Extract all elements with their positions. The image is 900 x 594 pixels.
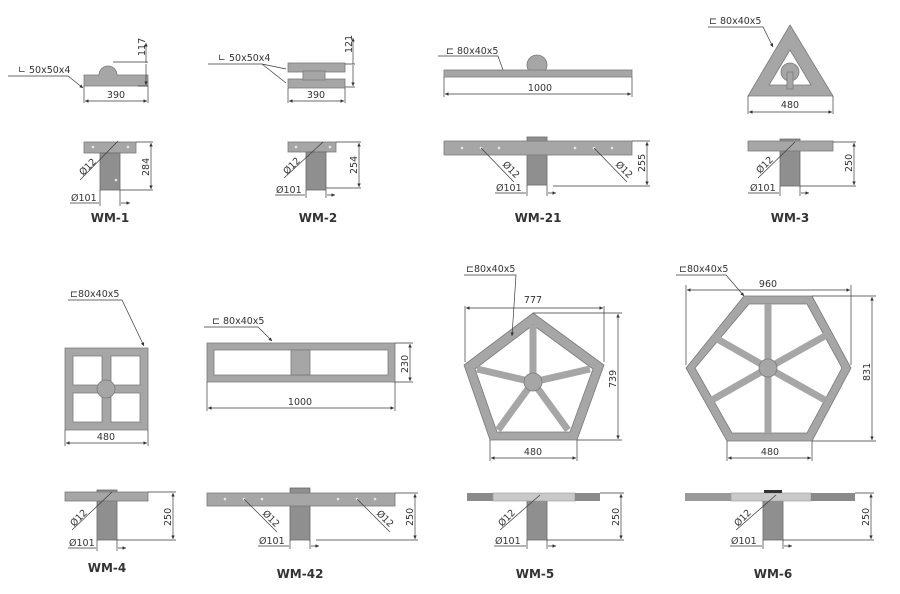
side-view: Ø12 284 Ø101 [70,140,153,206]
side-view: Ø12 250 Ø101 [685,490,874,549]
bolt-dim: Ø12 [754,154,776,176]
pipe-dim: Ø101 [69,538,95,549]
profile-label: ⊏ 80x40x5 [446,46,498,57]
top-view: ⊏ 80x40x5 230 1000 [204,316,413,411]
bolt-dim: Ø12 [77,156,99,178]
pipe-dim: Ø101 [259,536,285,547]
mount-wm-1: ∟ 50x50x4 390 117 Ø12 284 Ø101 WM-1 [8,38,153,225]
model-label: WM-3 [771,211,810,225]
pipe-dim: Ø101 [276,185,302,196]
top-view: ⊏80x40x5 480 [64,289,149,446]
pipe-dim: Ø101 [750,183,776,194]
model-label: WM-4 [88,561,127,575]
model-label: WM-5 [516,567,555,581]
top-view: ⊏ 80x40x5 1000 [438,46,633,97]
profile-label: ⊏ 80x40x5 [212,316,264,327]
bolt-dim: Ø12 [500,159,522,181]
width-dim: 1000 [288,397,312,408]
mount-wm-6: ⊏80x40x5 960 831 480 Ø12 250 Ø101 WM-6 [676,264,876,581]
overall-height-dim: 831 [862,363,873,381]
overall-width-dim: 777 [524,295,542,306]
profile-label: ⊏80x40x5 [70,289,119,300]
height-dim: 117 [137,38,148,56]
width-dim: 480 [761,447,779,458]
profile-label: ⊏80x40x5 [466,264,515,275]
profile-label: ⊏ 80x40x5 [709,16,761,27]
bolt-dim: Ø12 [496,507,518,529]
pipe-dim: Ø101 [731,536,757,547]
post-height-dim: 284 [141,158,152,176]
top-view: ⊏80x40x5 960 831 480 [676,264,876,461]
top-view: ⊏80x40x5 777 739 480 [463,264,622,461]
pipe-dim: Ø101 [496,183,522,194]
model-label: WM-1 [91,211,130,225]
profile-label: ∟ 50x50x4 [18,65,70,76]
post-height-dim: 250 [405,508,416,526]
model-label: WM-21 [515,211,562,225]
side-view: Ø12 250 Ø101 [64,489,176,551]
top-view: ⊏ 80x40x5 480 [708,16,834,114]
height-dim: 230 [400,355,411,373]
post-height-dim: 250 [611,508,622,526]
overall-width-dim: 960 [759,279,777,290]
mount-wm-5: ⊏80x40x5 777 739 480 Ø12 250 Ø101 WM-5 [463,264,624,581]
mount-wm-2: ∟ 50x50x4 390 121 Ø12 254 Ø101 WM-2 [208,35,361,225]
mount-wm-4: ⊏80x40x5 480 Ø12 250 Ø101 WM-4 [64,289,176,575]
bolt-dim: Ø12 [281,155,303,177]
post-height-dim: 250 [861,508,872,526]
bolt-dim: Ø12 [732,507,754,529]
model-label: WM-6 [754,567,793,581]
width-dim: 390 [107,90,125,101]
side-view: Ø12 Ø12 250 Ø101 [206,487,418,549]
pipe-dim: Ø101 [495,536,521,547]
bolt-dim-2: Ø12 [374,508,396,530]
side-view: Ø12 254 Ø101 [275,141,361,198]
top-view: ∟ 50x50x4 390 117 [8,38,148,103]
post-height-dim: 254 [349,156,360,174]
post-height-dim: 250 [163,508,174,526]
width-dim: 390 [307,90,325,101]
profile-label: ⊏80x40x5 [679,264,728,275]
side-view: Ø12 250 Ø101 [467,492,624,549]
model-label: WM-42 [277,567,324,581]
width-dim: 480 [97,432,115,443]
pipe-dim: Ø101 [71,193,97,204]
model-label: WM-2 [299,211,338,225]
overall-height-dim: 739 [608,370,619,388]
bolt-dim: Ø12 [260,508,282,530]
bolt-dim: Ø12 [68,507,90,529]
width-dim: 1000 [528,83,552,94]
post-height-dim: 250 [844,154,855,172]
mount-wm-42: ⊏ 80x40x5 230 1000 Ø12 Ø12 250 Ø101 WM-4… [204,316,418,581]
width-dim: 480 [781,100,799,111]
side-view: Ø12 Ø12 255 Ø101 [443,136,650,196]
top-view: ∟ 50x50x4 390 121 [208,35,355,103]
side-view: Ø12 250 Ø101 [747,138,856,196]
profile-label: ∟ 50x50x4 [218,53,270,64]
width-dim: 480 [524,447,542,458]
bolt-dim-2: Ø12 [613,159,635,181]
mount-wm-3: ⊏ 80x40x5 480 Ø12 250 Ø101 WM-3 [708,16,856,225]
height-dim: 121 [344,35,355,53]
post-height-dim: 255 [637,154,648,172]
mount-wm-21: ⊏ 80x40x5 1000 Ø12 Ø12 255 Ø101 WM-21 [438,46,650,225]
